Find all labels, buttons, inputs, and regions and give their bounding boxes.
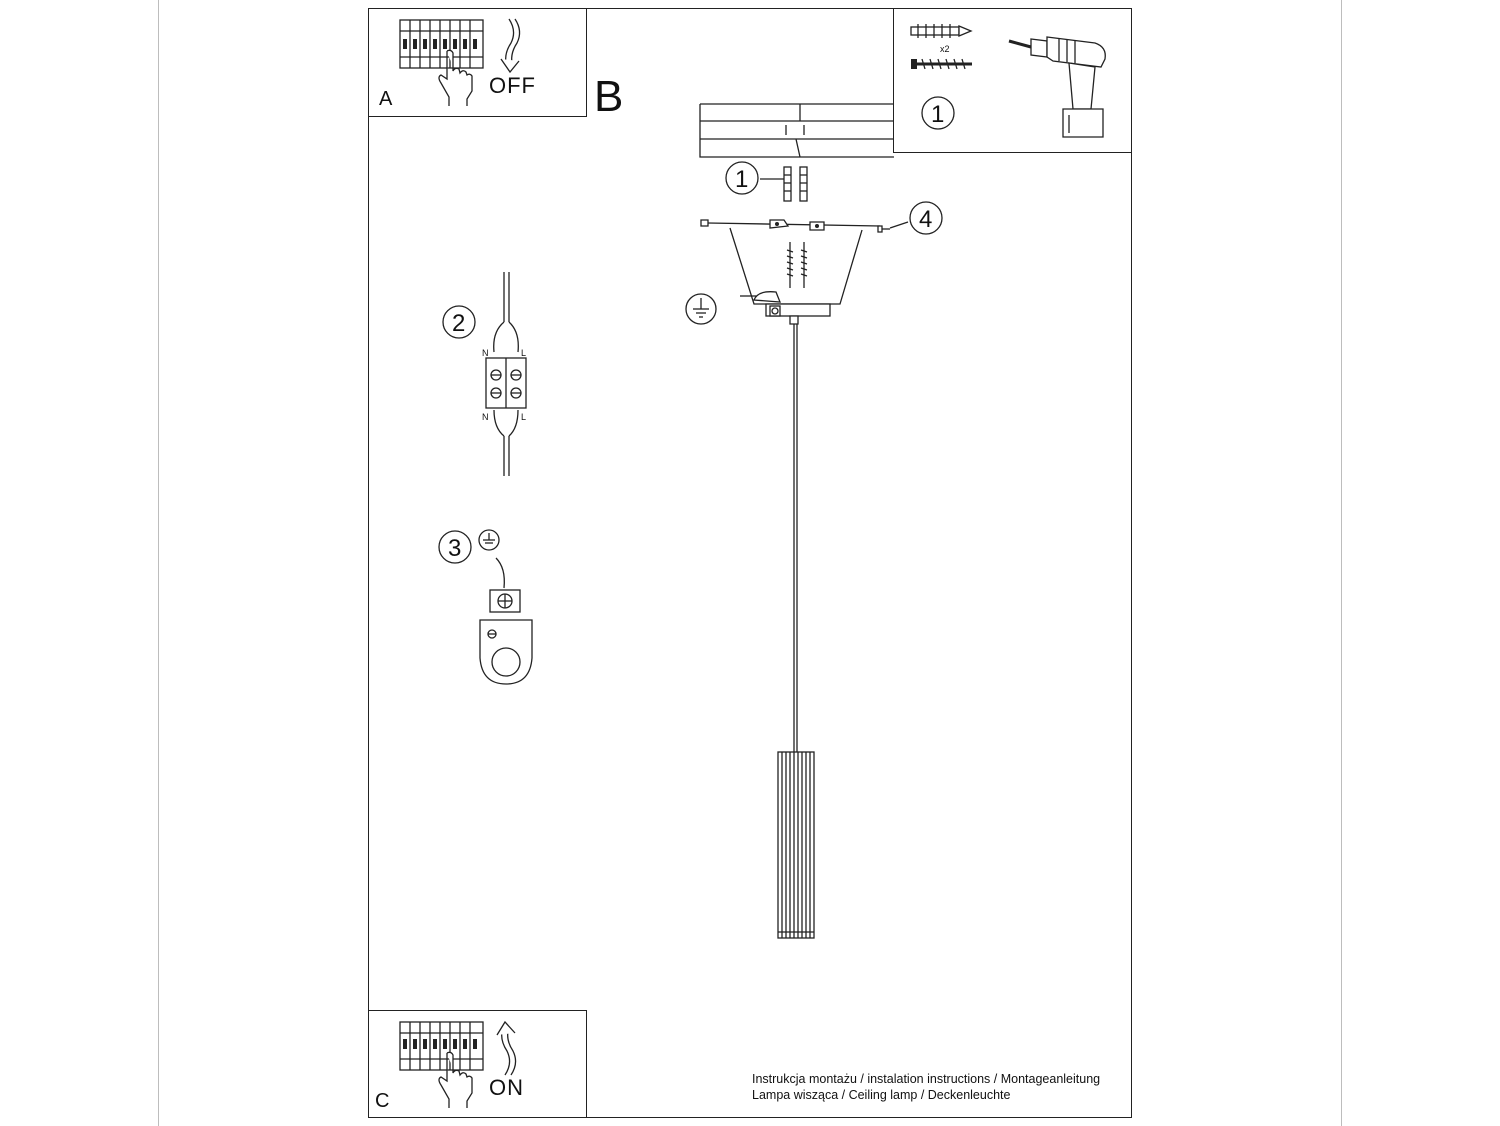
terminal-block-icon: N L N L: [482, 272, 527, 476]
svg-text:2: 2: [452, 310, 465, 337]
step-3-badge: 3: [438, 530, 472, 564]
svg-text:1: 1: [735, 166, 748, 193]
panel-a: OFF A: [368, 8, 587, 117]
screws-callout: 4: [877, 201, 943, 235]
svg-text:4: 4: [919, 206, 932, 233]
arrow-down-icon: [500, 18, 521, 74]
ground-terminal-icon: [478, 529, 533, 685]
panel-b-label: B: [594, 72, 624, 121]
state-off: OFF: [489, 73, 536, 98]
wall-plug-icon: [910, 24, 973, 38]
svg-text:3: 3: [448, 535, 461, 562]
panel-c: ON C: [368, 1010, 587, 1118]
svg-text:x2: x2: [940, 44, 950, 54]
state-on: ON: [489, 1075, 524, 1100]
svg-text:L: L: [521, 348, 526, 358]
anchor-plugs-icon: [760, 166, 808, 202]
tools-quantity: x2: [940, 44, 950, 54]
caption-subtitle: Lampa wisząca / Ceiling lamp / Deckenleu…: [752, 1088, 1011, 1102]
ground-symbol-icon: [685, 293, 717, 325]
mounting-bracket: [700, 219, 881, 325]
svg-text:1: 1: [931, 101, 944, 128]
screw-icon: [911, 58, 972, 70]
page-right-border: [1341, 0, 1342, 1126]
step-1-tools-badge: 1: [921, 96, 955, 130]
breaker-panel-icon: [399, 19, 484, 69]
pendant-lamp-icon: [777, 324, 815, 939]
svg-text:L: L: [521, 412, 526, 422]
hand-icon: [438, 49, 473, 106]
panel-a-label: A: [379, 88, 393, 110]
tools-panel: x2 1: [893, 8, 1132, 153]
drill-icon: [1008, 36, 1106, 138]
breaker-panel-icon: [399, 1021, 484, 1071]
step-2-badge: 2: [442, 305, 476, 339]
svg-text:N: N: [482, 412, 489, 422]
hand-icon: [438, 1051, 473, 1108]
step-1-badge: 1: [725, 161, 759, 195]
page-left-border: [158, 0, 159, 1126]
svg-text:N: N: [482, 348, 489, 358]
caption-title: Instrukcja montażu / instalation instruc…: [752, 1072, 1101, 1086]
instruction-sheet: [368, 8, 1132, 1118]
ceiling-slab: [699, 103, 894, 158]
panel-c-label: C: [375, 1090, 390, 1112]
arrow-up-icon: [496, 1020, 517, 1076]
